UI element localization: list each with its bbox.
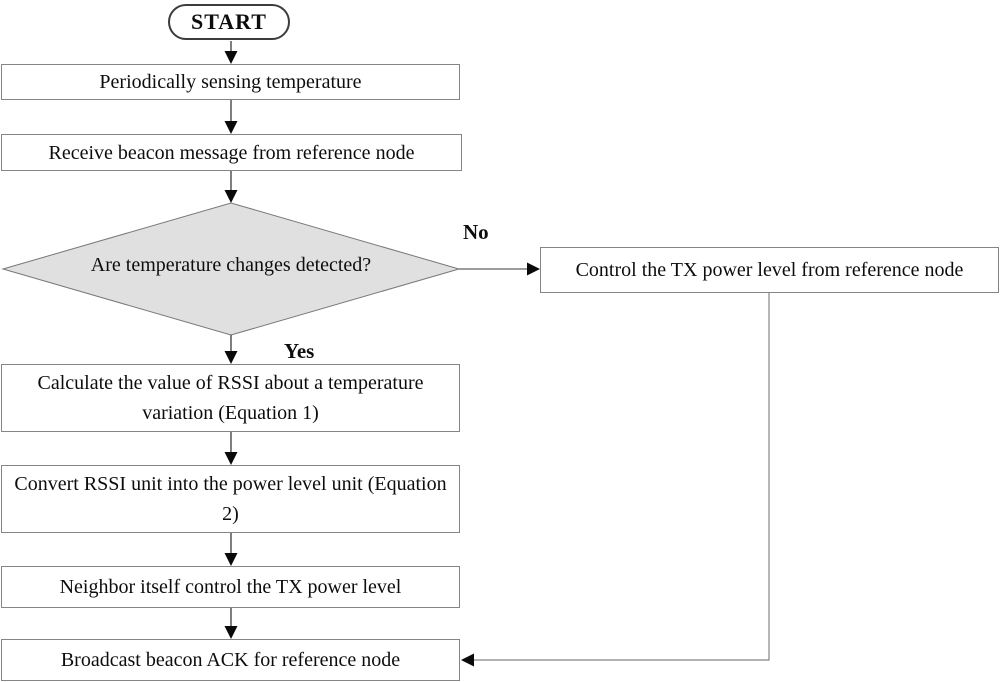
- node-periodically-sensing: Periodically sensing temperature: [1, 64, 460, 100]
- edge-label-no: No: [463, 220, 489, 244]
- arrowhead-convert-neighbor: [224, 553, 238, 566]
- arrowhead-receive-decision: [224, 190, 238, 203]
- edge-control-broadcast: [473, 293, 770, 661]
- node-convert-rssi: Convert RSSI unit into the power level u…: [1, 465, 460, 533]
- node-control-tx-reference: Control the TX power level from referenc…: [540, 247, 999, 293]
- arrowhead-decision-control: [527, 262, 540, 276]
- edge-label-yes: Yes: [284, 339, 315, 363]
- arrowhead-neighbor-broadcast: [224, 626, 238, 639]
- node-calculate-rssi: Calculate the value of RSSI about a temp…: [1, 364, 460, 432]
- node-neighbor-control: Neighbor itself control the TX power lev…: [1, 566, 460, 608]
- node-start: START: [168, 4, 290, 40]
- node-decision-label: Are temperature changes detected?: [90, 254, 372, 276]
- node-broadcast-ack: Broadcast beacon ACK for reference node: [1, 639, 460, 681]
- arrowhead-control-broadcast: [461, 653, 474, 667]
- arrowhead-start-sense: [224, 51, 238, 64]
- node-receive-beacon: Receive beacon message from reference no…: [1, 134, 462, 171]
- arrowhead-calculate-convert: [224, 452, 238, 465]
- arrowhead-decision-calculate: [224, 351, 238, 364]
- arrowhead-sense-receive: [224, 121, 238, 134]
